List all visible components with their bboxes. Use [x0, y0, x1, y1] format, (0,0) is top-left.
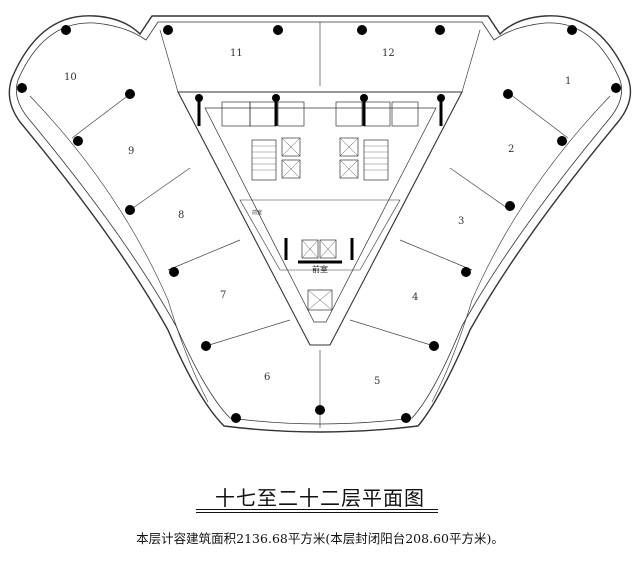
- elevator-left-1: [221, 101, 251, 127]
- unit-label: 7: [220, 290, 226, 301]
- core-inner: [204, 107, 437, 323]
- column: [201, 341, 211, 351]
- unit-label: 1: [565, 76, 571, 87]
- small-elevator: [307, 289, 333, 311]
- core-outline: [177, 91, 463, 346]
- unit-label: 11: [230, 48, 243, 59]
- column: [73, 136, 83, 146]
- partitions: [71, 22, 569, 428]
- unit-label: 9: [128, 146, 134, 157]
- unit-label: 3: [458, 216, 464, 227]
- elevator-left-3: [277, 101, 305, 127]
- unit-label: 12: [382, 48, 395, 59]
- floor-plan: 1 2 3 4 5 6 7 8 9 10 11 12 前室 前室: [8, 15, 632, 433]
- column: [273, 25, 283, 35]
- unit-label: 8: [178, 210, 184, 221]
- unit-label: 2: [508, 144, 514, 155]
- column: [503, 89, 513, 99]
- elevator-blocks: [221, 101, 419, 311]
- lobby-elevator-a: [301, 239, 319, 259]
- area-caption: 本层计容建筑面积2136.68平方米(本层封闭阳台208.60平方米)。: [136, 531, 504, 546]
- shaft-crosses: [281, 137, 359, 311]
- column: [163, 25, 173, 35]
- column: [125, 89, 135, 99]
- column: [125, 205, 135, 215]
- unit-label: 4: [412, 292, 418, 303]
- column: [231, 413, 241, 423]
- outer-walls: [8, 15, 632, 433]
- column: [360, 94, 368, 102]
- stair-treads: [252, 145, 388, 171]
- shaft-left-b: [281, 159, 301, 179]
- inner-wall: [15, 21, 623, 425]
- plan-title: 十七至二十二层平面图: [215, 486, 425, 510]
- small-room-label: 前室: [252, 209, 262, 216]
- column: [61, 25, 71, 35]
- column: [401, 413, 411, 423]
- column: [611, 83, 621, 93]
- column: [505, 201, 515, 211]
- column: [357, 25, 367, 35]
- shear-walls: [197, 98, 443, 264]
- lobby-elevator-b: [319, 239, 337, 259]
- unit-label: 5: [374, 376, 380, 387]
- shaft-right-b: [339, 159, 359, 179]
- elevator-right-3: [391, 101, 419, 127]
- balcony-edge-right: [431, 95, 611, 403]
- column: [195, 94, 203, 102]
- column: [429, 341, 439, 351]
- shaft-left-a: [281, 137, 301, 157]
- lobby-label: 前室: [312, 264, 328, 274]
- unit-label: 10: [64, 72, 77, 83]
- stair-left: [251, 139, 277, 181]
- column: [272, 94, 280, 102]
- column: [461, 267, 471, 277]
- core-walls: [177, 91, 463, 346]
- columns: [17, 25, 621, 423]
- elevator-right-2: [363, 101, 391, 127]
- title-underline-thin: [196, 512, 438, 513]
- unit-label: 6: [264, 372, 270, 383]
- stair-right: [363, 139, 389, 181]
- unit-labels: 1 2 3 4 5 6 7 8 9 10 11 12: [64, 48, 571, 387]
- outer-wall: [8, 15, 632, 433]
- column: [567, 25, 577, 35]
- column: [435, 25, 445, 35]
- column: [557, 136, 567, 146]
- balcony-edge-left: [29, 95, 209, 403]
- elevator-left-2: [249, 101, 277, 127]
- column: [437, 94, 445, 102]
- core-corridor: [239, 199, 401, 271]
- shaft-right-a: [339, 137, 359, 157]
- column: [17, 83, 27, 93]
- column: [169, 267, 179, 277]
- title-underline: [196, 509, 438, 510]
- column: [315, 405, 325, 415]
- elevator-right-1: [335, 101, 363, 127]
